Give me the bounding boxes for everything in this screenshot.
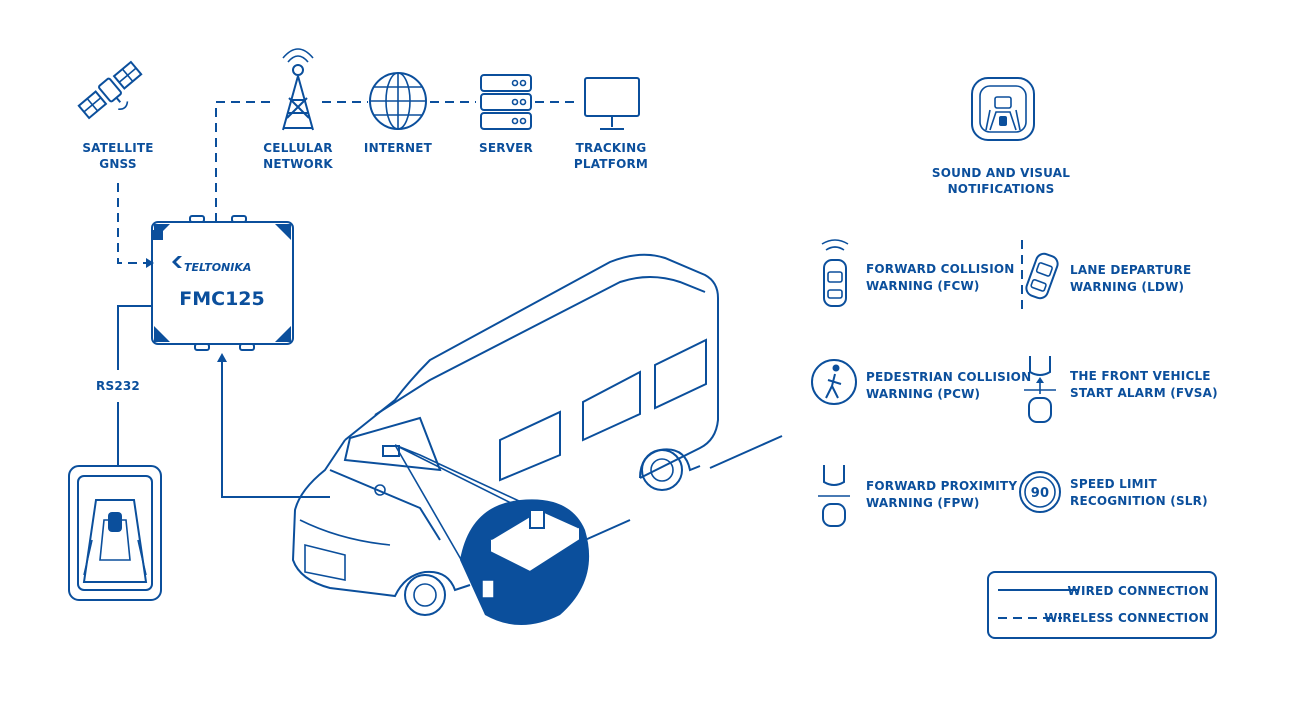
pcw-label-1: PEDESTRIAN COLLISION — [866, 370, 1031, 384]
connection-lines — [117, 101, 580, 498]
legend: WIRED CONNECTION WIRELESS CONNECTION — [987, 571, 1217, 639]
device-brand: TELTONIKA — [184, 261, 251, 274]
slr-label-2: RECOGNITION (SLR) — [1070, 494, 1208, 508]
globe-icon — [369, 72, 427, 130]
ldw-label-1: LANE DEPARTURE — [1070, 263, 1191, 277]
van-illustration — [291, 253, 783, 625]
cell-tower-icon — [282, 48, 314, 131]
notification-display-icon — [971, 77, 1035, 141]
server-icon — [480, 74, 532, 130]
notifications-label-2: NOTIFICATIONS — [948, 182, 1055, 196]
monitor-icon — [584, 77, 640, 130]
cellular-label-1: CELLULAR — [263, 141, 332, 155]
fpw-label-1: FORWARD PROXIMITY — [866, 479, 1017, 493]
tracking-label-2: PLATFORM — [574, 157, 648, 171]
display-unit-icon — [68, 465, 162, 601]
cellular-link — [215, 101, 275, 222]
ldw-label-2: WARNING (LDW) — [1070, 280, 1184, 294]
ldw-car-icon — [1021, 240, 1059, 312]
camera-link-arrow — [217, 353, 227, 362]
slr-sign-value: 90 — [1031, 486, 1050, 501]
slr-label-1: SPEED LIMIT — [1070, 477, 1157, 491]
tracking-label-1: TRACKING — [576, 141, 647, 155]
internet-label: INTERNET — [364, 141, 433, 155]
satellite-link-arrow — [146, 258, 154, 268]
server-label: SERVER — [479, 141, 533, 155]
satellite-icon — [77, 60, 143, 120]
camera-link — [221, 360, 330, 498]
fmc125-device: TELTONIKA FMC125 — [151, 215, 294, 351]
fpw-label-2: WARNING (FPW) — [866, 496, 980, 510]
satellite-label-1: SATELLITE — [82, 141, 153, 155]
pcw-label-2: WARNING (PCW) — [866, 387, 980, 401]
rs232-label: RS232 — [96, 379, 140, 393]
fcw-label-1: FORWARD COLLISION — [866, 262, 1015, 276]
slr-speed-sign-icon: 90 — [1019, 471, 1061, 513]
fcw-car-icon — [821, 239, 849, 307]
pcw-pedestrian-icon — [811, 359, 857, 405]
device-model: FMC125 — [179, 288, 265, 310]
notifications-label-1: SOUND AND VISUAL — [932, 166, 1070, 180]
fcw-label-2: WARNING (FCW) — [866, 279, 980, 293]
rs232-link-top — [117, 305, 152, 370]
fpw-cars-icon — [818, 465, 850, 527]
legend-wireless-label: WIRELESS CONNECTION — [1044, 611, 1209, 625]
cellular-label-2: NETWORK — [263, 157, 333, 171]
satellite-label-2: GNSS — [99, 157, 136, 171]
satellite-link — [117, 183, 146, 264]
fvsa-label-1: THE FRONT VEHICLE — [1070, 369, 1211, 383]
fvsa-cars-icon — [1024, 356, 1056, 423]
fvsa-label-2: START ALARM (FVSA) — [1070, 386, 1218, 400]
legend-wired-label: WIRED CONNECTION — [1068, 584, 1209, 598]
